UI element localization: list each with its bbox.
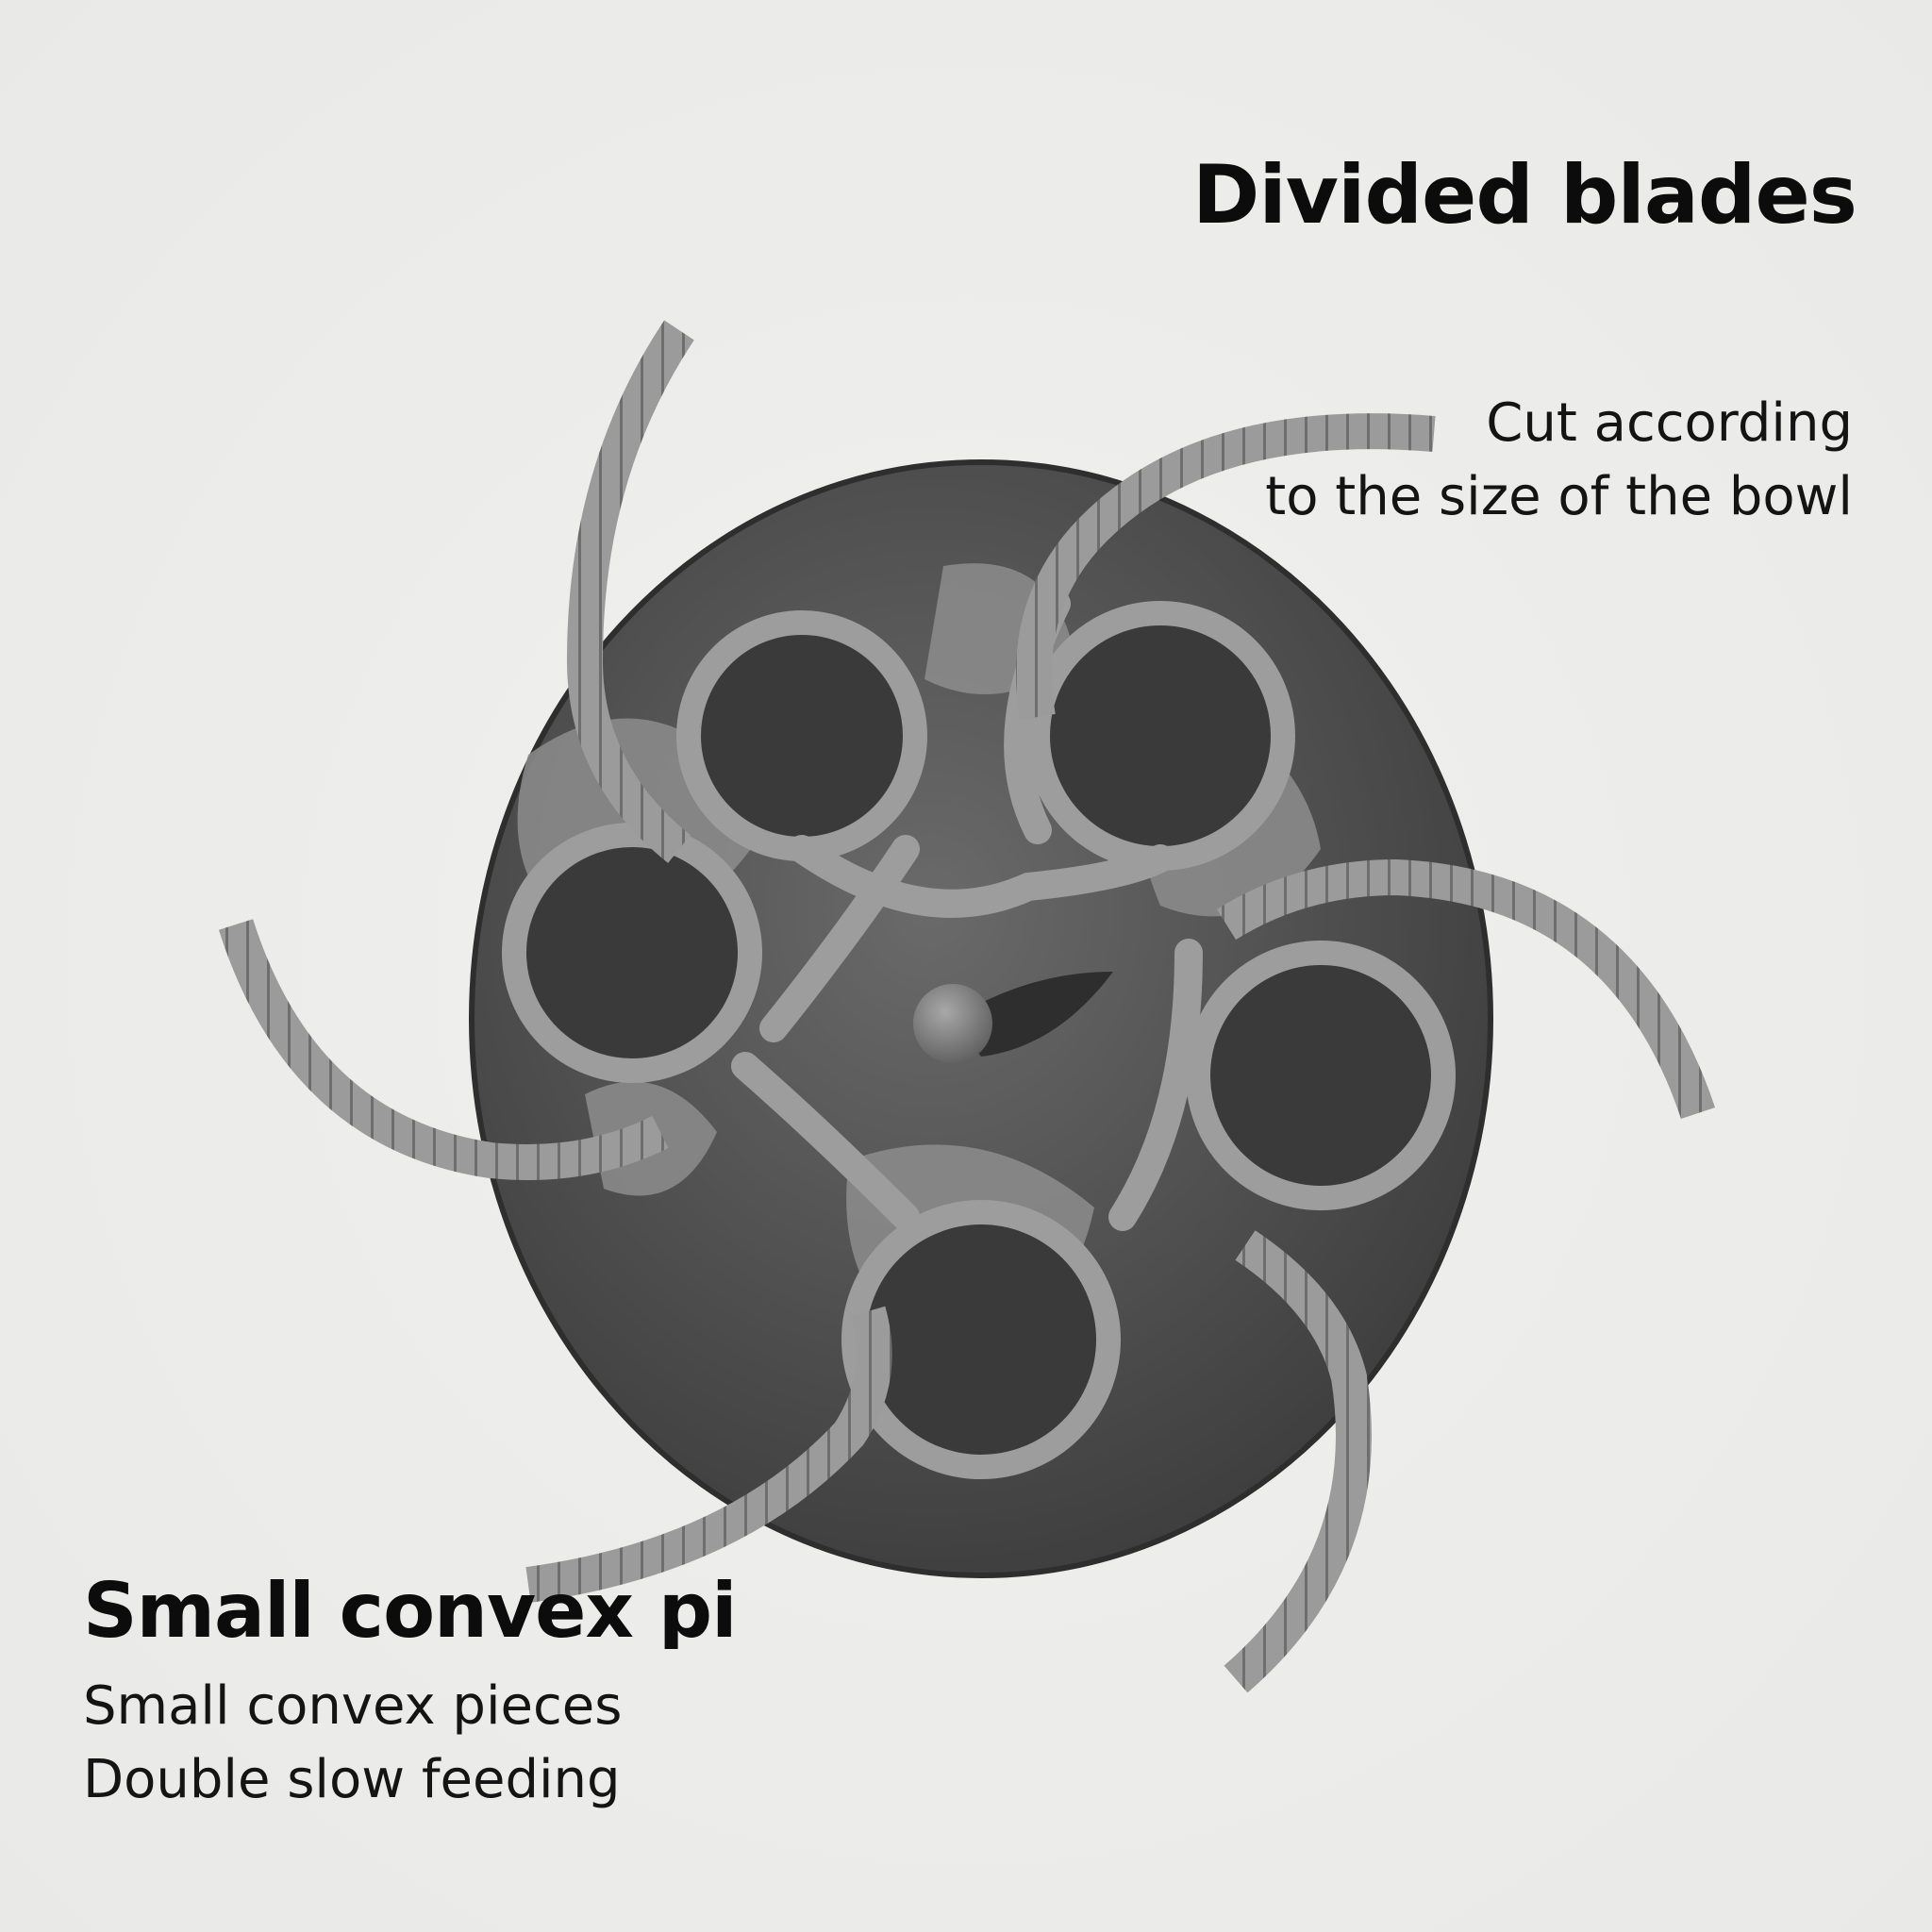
description-line: Small convex pieces <box>83 1675 623 1737</box>
divided-blades-description: Cut according to the size of the bowl <box>1265 387 1853 534</box>
center-knob <box>913 984 992 1063</box>
description-line: Cut according <box>1486 392 1853 454</box>
description-line: Double slow feeding <box>83 1749 621 1810</box>
small-convex-title: Small convex pie <box>83 1574 734 1649</box>
divided-blades-title: Divided blades <box>1192 148 1857 242</box>
base-plate-rim <box>469 459 1493 1578</box>
description-line: to the size of the bowl <box>1265 466 1853 527</box>
feeding-bowls <box>502 601 1456 1479</box>
blade-arms <box>218 320 1716 1693</box>
center-wedge <box>953 972 1113 1057</box>
small-convex-description: Small convex pieces Double slow feeding <box>83 1670 622 1817</box>
